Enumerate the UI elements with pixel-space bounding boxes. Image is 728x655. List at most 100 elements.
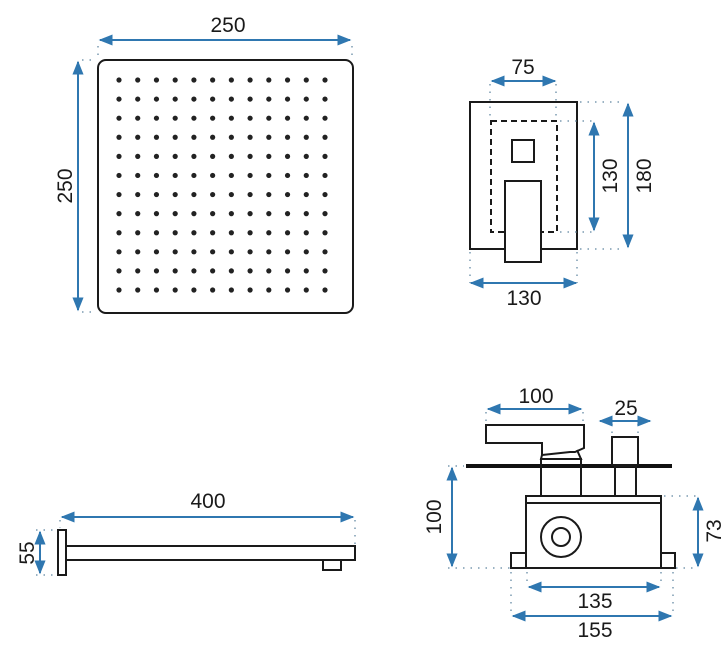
nozzle	[322, 211, 328, 217]
nozzle	[322, 268, 328, 274]
nozzle	[284, 249, 291, 255]
nozzle	[322, 96, 328, 102]
nozzle	[172, 115, 178, 121]
nozzle	[116, 134, 122, 140]
nozzle	[172, 249, 178, 255]
nozzle	[172, 77, 178, 83]
nozzle	[228, 153, 234, 159]
nozzle	[322, 77, 328, 83]
nozzle	[228, 115, 234, 121]
nozzle	[153, 77, 160, 83]
shower-head-outline	[97, 59, 354, 314]
nozzle	[322, 134, 328, 140]
nozzle	[228, 191, 234, 198]
nozzle	[135, 230, 141, 236]
nozzle	[172, 134, 178, 140]
nozzle	[247, 115, 253, 121]
nozzle	[210, 268, 216, 274]
arm-length-label: 400	[190, 490, 225, 513]
nozzle	[191, 172, 197, 179]
nozzle	[322, 172, 328, 179]
nozzle	[191, 191, 197, 198]
nozzle	[172, 211, 178, 217]
nozzle	[266, 134, 272, 140]
plate-inner-height-label: 130	[599, 158, 622, 193]
nozzle	[210, 96, 216, 102]
nozzle	[228, 230, 234, 236]
outlet-port	[540, 516, 582, 558]
nozzle	[284, 191, 291, 198]
nozzle	[228, 249, 234, 255]
nozzle	[135, 211, 141, 217]
nozzle	[116, 77, 122, 83]
nozzle	[153, 134, 160, 140]
nozzle	[210, 211, 216, 217]
nozzle	[284, 96, 291, 102]
nozzle	[172, 191, 178, 198]
nozzle	[247, 268, 253, 274]
nozzle	[172, 268, 178, 274]
left-foot	[510, 552, 527, 569]
nozzle	[210, 287, 216, 293]
nozzle	[210, 230, 216, 236]
nozzle	[153, 287, 160, 293]
nozzle	[303, 172, 309, 179]
nozzle	[247, 172, 253, 179]
nozzle	[191, 153, 197, 159]
nozzle	[266, 172, 272, 179]
nozzle	[172, 153, 178, 159]
nozzle	[228, 211, 234, 217]
nozzle	[228, 268, 234, 274]
diverter-knob	[511, 139, 535, 163]
nozzle	[210, 115, 216, 121]
shower-head-height-label: 250	[54, 168, 77, 203]
nozzle	[153, 211, 160, 217]
nozzle	[284, 115, 291, 121]
nozzle	[247, 77, 253, 83]
box-height-label: 73	[703, 519, 726, 542]
right-foot	[660, 552, 676, 569]
arm-tube	[65, 545, 356, 561]
diverter-cartridge	[611, 436, 639, 466]
nozzle	[266, 153, 272, 159]
nozzle	[303, 268, 309, 274]
nozzle	[116, 268, 122, 274]
nozzle	[266, 96, 272, 102]
nozzle	[135, 115, 141, 121]
nozzle	[228, 96, 234, 102]
nozzle	[284, 77, 291, 83]
nozzle	[303, 230, 309, 236]
shower-arm-view: 400 55	[16, 490, 356, 576]
nozzle	[247, 153, 253, 159]
nozzle	[116, 172, 122, 179]
shower-head-width-label: 250	[210, 14, 245, 37]
lever	[485, 424, 585, 457]
nozzle	[153, 191, 160, 198]
overall-width-label: 155	[577, 619, 612, 642]
nozzle	[210, 134, 216, 140]
nozzle	[210, 191, 216, 198]
nozzle	[247, 249, 253, 255]
nozzle	[116, 96, 122, 102]
nozzle	[247, 211, 253, 217]
nozzle	[322, 115, 328, 121]
nozzle	[135, 153, 141, 159]
nozzle	[322, 191, 328, 198]
nozzle	[191, 96, 197, 102]
nozzle	[135, 268, 141, 274]
plate-height-label: 180	[633, 158, 656, 193]
nozzle	[322, 230, 328, 236]
nozzle	[228, 134, 234, 140]
nozzle	[303, 211, 309, 217]
nozzle	[191, 211, 197, 217]
nozzle	[303, 249, 309, 255]
nozzle	[266, 249, 272, 255]
plate-inner-width-label: 75	[511, 56, 534, 79]
box-width-label: 135	[577, 590, 612, 613]
nozzle	[266, 191, 272, 198]
nozzle	[228, 172, 234, 179]
nozzle	[153, 153, 160, 159]
lever-length-label: 100	[518, 385, 553, 408]
head-connector	[322, 559, 342, 571]
nozzle	[210, 249, 216, 255]
